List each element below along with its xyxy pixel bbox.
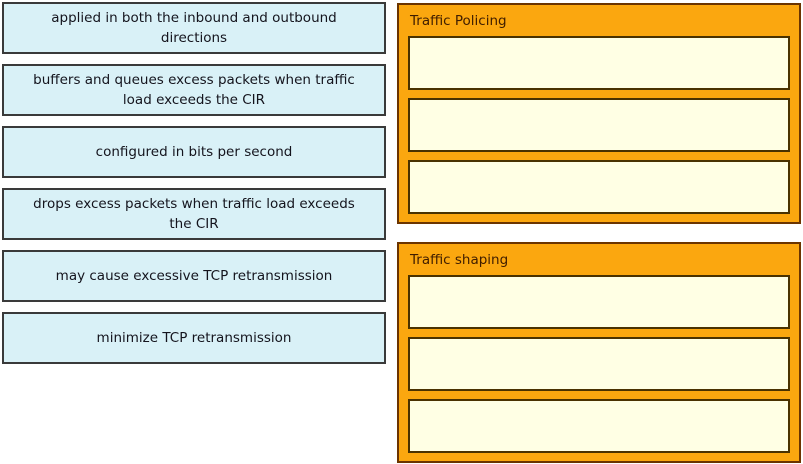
category-panel-traffic-shaping: Traffic shaping (397, 242, 801, 463)
drag-options-column: applied in both the inbound and outbound… (2, 2, 386, 364)
drop-slot[interactable] (408, 399, 790, 453)
drag-option-label: minimize TCP retransmission (96, 330, 292, 346)
drop-slot[interactable] (408, 160, 790, 214)
drop-slot[interactable] (408, 98, 790, 152)
drag-option-label: configured in bits per second (95, 144, 293, 160)
drag-option[interactable]: buffers and queues excess packets when t… (2, 64, 386, 116)
drag-option-label: buffers and queues excess packets when t… (33, 72, 355, 108)
drag-option-label: applied in both the inbound and outbound… (51, 10, 337, 46)
category-title: Traffic Policing (410, 13, 507, 29)
drag-option-label: may cause excessive TCP retransmission (55, 268, 333, 284)
drop-categories-column: Traffic Policing Traffic shaping (397, 3, 801, 464)
drop-slot[interactable] (408, 337, 790, 391)
category-title: Traffic shaping (410, 252, 509, 268)
drop-slot[interactable] (408, 36, 790, 90)
drag-option[interactable]: configured in bits per second (2, 126, 386, 178)
drag-option[interactable]: may cause excessive TCP retransmission (2, 250, 386, 302)
drag-option[interactable]: drops excess packets when traffic load e… (2, 188, 386, 240)
drag-option-label: drops excess packets when traffic load e… (33, 196, 355, 232)
drop-slot[interactable] (408, 275, 790, 329)
drag-option[interactable]: minimize TCP retransmission (2, 312, 386, 364)
category-panel-traffic-policing: Traffic Policing (397, 3, 801, 224)
drag-option[interactable]: applied in both the inbound and outbound… (2, 2, 386, 54)
